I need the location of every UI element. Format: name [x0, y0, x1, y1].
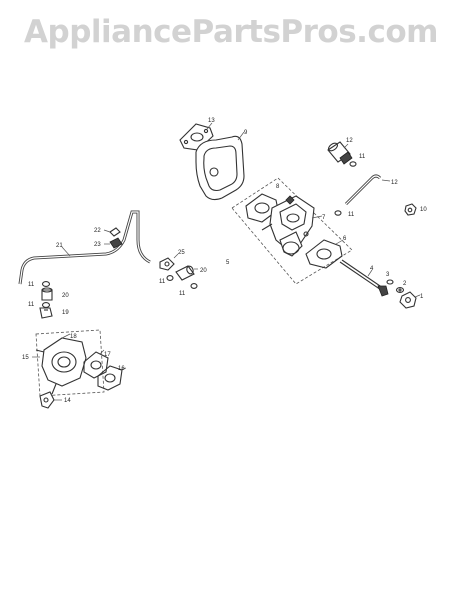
callout-14: 14 — [64, 398, 71, 404]
part-hose-20a[interactable] — [41, 287, 53, 301]
watermark: AppliancePartsPros.com — [24, 14, 438, 50]
part-nut-1[interactable] — [399, 291, 417, 309]
part-fitting-19[interactable] — [39, 307, 53, 319]
callout-1: 1 — [420, 294, 424, 300]
callout-8: 8 — [276, 184, 280, 190]
part-gasket-top[interactable] — [179, 123, 214, 151]
part-clip-22[interactable] — [109, 227, 121, 237]
callout-15: 15 — [22, 355, 29, 361]
callout-17: 17 — [104, 352, 111, 358]
part-clamp-11e[interactable] — [41, 281, 51, 287]
part-fitting-25[interactable] — [159, 257, 175, 271]
part-washer-11a[interactable] — [349, 161, 357, 167]
callout-23: 23 — [94, 242, 101, 248]
callout-12b: 12 — [391, 180, 398, 186]
callout-9: 9 — [244, 130, 248, 136]
callout-10: 10 — [420, 207, 427, 213]
callout-18: 18 — [70, 334, 77, 340]
part-base-plate[interactable] — [195, 135, 245, 201]
callout-19: 19 — [62, 310, 69, 316]
part-clamp-11d[interactable] — [190, 283, 198, 289]
part-hose-20b[interactable] — [175, 265, 195, 281]
callout-20b: 20 — [200, 268, 207, 274]
callout-6: 6 — [343, 236, 347, 242]
callout-11f: 11 — [28, 302, 35, 308]
callout-21: 21 — [56, 243, 63, 249]
part-pump-cover[interactable] — [97, 365, 123, 391]
callout-25: 25 — [178, 250, 185, 256]
part-rod-4[interactable] — [339, 259, 389, 297]
part-fuel-line-right[interactable] — [344, 174, 382, 206]
fuel-pump-group-outline — [35, 329, 105, 397]
callout-16: 16 — [118, 366, 125, 372]
part-washer-2[interactable] — [395, 287, 405, 293]
part-elbow-14[interactable] — [39, 391, 55, 409]
part-clamp-11f[interactable] — [41, 302, 51, 308]
callout-11b: 11 — [348, 212, 355, 218]
callout-11c: 11 — [159, 279, 166, 285]
callout-11e: 11 — [28, 282, 35, 288]
part-clamp-11c[interactable] — [166, 275, 174, 281]
part-fuel-line-left[interactable] — [18, 210, 151, 285]
callout-4: 4 — [370, 266, 374, 272]
callout-7: 7 — [322, 215, 326, 221]
callout-5: 5 — [226, 260, 230, 266]
callout-12a: 12 — [346, 138, 353, 144]
callout-22: 22 — [94, 228, 101, 234]
carburetor-group-outline — [231, 177, 353, 285]
callout-3: 3 — [386, 272, 390, 278]
callout-11a: 11 — [359, 154, 366, 160]
part-gasket-17[interactable] — [83, 351, 109, 379]
part-clip-23[interactable] — [109, 237, 123, 249]
callout-20a: 20 — [62, 293, 69, 299]
callout-2: 2 — [403, 281, 407, 287]
callout-13: 13 — [208, 118, 215, 124]
part-washer-11b[interactable] — [334, 210, 342, 216]
part-washer-3[interactable] — [386, 279, 394, 285]
callout-11d: 11 — [179, 291, 186, 297]
part-gasket-6b[interactable] — [305, 239, 343, 269]
part-solenoid[interactable] — [327, 141, 353, 165]
part-carburetor[interactable] — [261, 195, 315, 257]
part-fuel-pump[interactable] — [35, 337, 87, 395]
part-nut-10[interactable] — [404, 203, 417, 216]
